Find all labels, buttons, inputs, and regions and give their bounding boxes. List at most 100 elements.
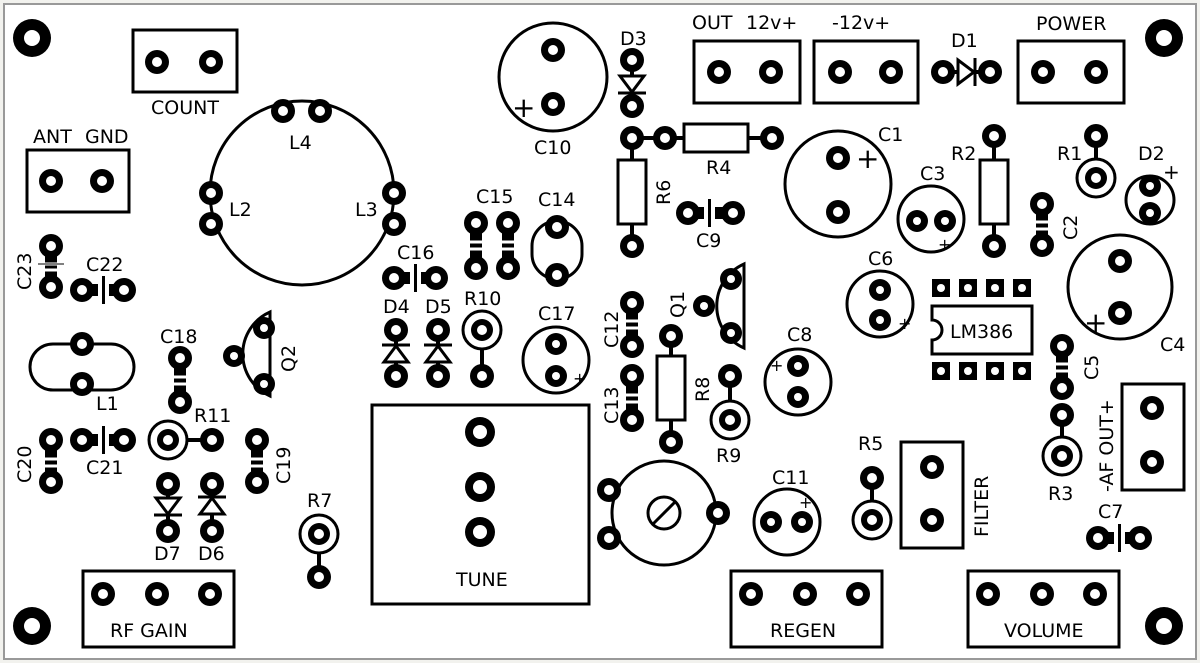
resistor-r6: R6: [616, 126, 675, 258]
capacitor-c11: + C11: [752, 467, 822, 557]
connector-af-out: -AF OUT+: [1096, 382, 1186, 492]
ref-c17: C17: [538, 303, 575, 325]
tuning-capacitor-tune: TUNE: [370, 403, 591, 606]
ref-r10: R10: [464, 288, 501, 310]
diode-d7: D7: [153, 472, 183, 565]
diode-d1: D1: [931, 30, 1002, 87]
ref-c7: C7: [1098, 501, 1123, 523]
ref-c11: C11: [772, 467, 809, 489]
capacitor-c6: + C6: [845, 248, 915, 339]
ic-pins-top: [932, 279, 1031, 297]
ref-c8: C8: [787, 324, 812, 346]
capacitor-c5: C5: [1048, 334, 1103, 400]
ref-c20: C20: [14, 446, 36, 483]
capacitor-c14: C14: [530, 189, 584, 287]
ref-q1: Q1: [667, 291, 689, 318]
ref-r11: R11: [194, 405, 231, 427]
ref-r4: R4: [706, 157, 731, 179]
resistor-r10: R10: [461, 288, 503, 388]
resistor-r7: R7: [298, 490, 340, 589]
capacitor-c19: C19: [243, 428, 295, 494]
resistor-r2: R2: [951, 124, 1010, 258]
capacitor-c2: C2: [1028, 192, 1082, 257]
ref-c18: C18: [160, 326, 197, 348]
capacitor-c10: + C10: [497, 21, 609, 159]
plus-c1: +: [856, 142, 879, 175]
ref-r7: R7: [307, 490, 332, 512]
resistor-r1: R1: [1057, 124, 1117, 199]
ref-c19: C19: [273, 447, 295, 484]
capacitor-c7: C7: [1086, 501, 1152, 552]
plus-c10: +: [512, 91, 535, 124]
label-volume: VOLUME: [1004, 620, 1084, 642]
ref-c1: C1: [878, 124, 903, 146]
ref-c9: C9: [696, 230, 721, 252]
board-outline: [3, 3, 1197, 660]
transistor-q2: Q2: [223, 309, 300, 399]
capacitor-c12: C12: [601, 291, 646, 358]
capacitor-c22: C22: [70, 254, 136, 304]
connector-rf-gain: RF GAIN: [81, 569, 236, 649]
connector-filter: FILTER: [899, 440, 993, 550]
capacitor-c23: C23: [14, 234, 64, 299]
plus-c3: +: [938, 235, 951, 254]
connector-count: COUNT: [131, 28, 239, 119]
capacitor-c15: C15: [462, 186, 522, 280]
inductor-l4-l2-l3-toroid: L4 L2 L3: [199, 99, 406, 287]
ref-c14: C14: [538, 189, 575, 211]
label-count: COUNT: [151, 97, 219, 119]
mounting-holes: [13, 19, 1183, 645]
label-ant: ANT: [33, 126, 72, 148]
label-tune: TUNE: [455, 569, 508, 591]
ref-r1: R1: [1057, 143, 1082, 165]
plus-c6: +: [898, 314, 911, 333]
ref-r8: R8: [692, 377, 714, 402]
capacitor-c18: C18: [160, 326, 197, 414]
label-12v-plus: 12v+: [746, 12, 797, 34]
connector-ant-gnd: ANT GND: [25, 126, 131, 214]
ic-lm386: LM386: [930, 279, 1034, 380]
inductor-l1: L1: [28, 332, 136, 415]
ref-c6: C6: [868, 248, 893, 270]
ref-r5: R5: [858, 433, 883, 455]
ref-c21: C21: [86, 457, 123, 479]
ref-d4: D4: [383, 296, 410, 318]
connector-power: POWER: [1016, 13, 1126, 105]
transistor-q1: Q1: [667, 261, 746, 351]
trimmer-potentiometer: [597, 459, 730, 567]
label-af-out: -AF OUT+: [1096, 399, 1118, 492]
ref-c10: C10: [534, 137, 571, 159]
ref-d7: D7: [154, 543, 181, 565]
ref-c22: C22: [86, 254, 123, 276]
plus-c17: +: [573, 369, 586, 388]
resistor-r9: R9: [709, 364, 751, 467]
capacitor-c1: + C1: [783, 124, 903, 239]
resistor-r3: R3: [1041, 403, 1083, 505]
label-filter: FILTER: [971, 476, 993, 537]
label-minus-12v: -12v+: [832, 12, 890, 34]
ref-r3: R3: [1048, 483, 1073, 505]
ref-d6: D6: [198, 543, 225, 565]
ref-r6: R6: [653, 180, 675, 205]
ref-c12: C12: [601, 311, 623, 348]
capacitor-c20: C20: [14, 428, 64, 494]
capacitor-c17: + C17: [521, 303, 591, 395]
diode-d5: D5: [423, 296, 453, 388]
diode-d3: D3: [617, 28, 647, 118]
connector-out-12v: OUT 12v+: [692, 12, 802, 105]
resistor-r8: R8: [655, 324, 714, 454]
ref-c13: C13: [601, 387, 623, 424]
ref-c3: C3: [920, 163, 945, 185]
capacitor-c8: + C8: [763, 324, 833, 417]
ref-c5: C5: [1081, 355, 1103, 380]
connector-volume: VOLUME: [966, 569, 1121, 649]
diode-d6: D6: [197, 472, 227, 565]
diode-d4: D4: [381, 296, 411, 388]
connector-minus-12v: -12v+: [812, 12, 920, 105]
capacitor-c9: C9: [676, 199, 745, 252]
led-d2: + D2: [1124, 143, 1180, 226]
label-regen: REGEN: [770, 620, 836, 642]
ref-l2: L2: [229, 199, 252, 221]
resistor-r4: R4: [632, 122, 784, 179]
